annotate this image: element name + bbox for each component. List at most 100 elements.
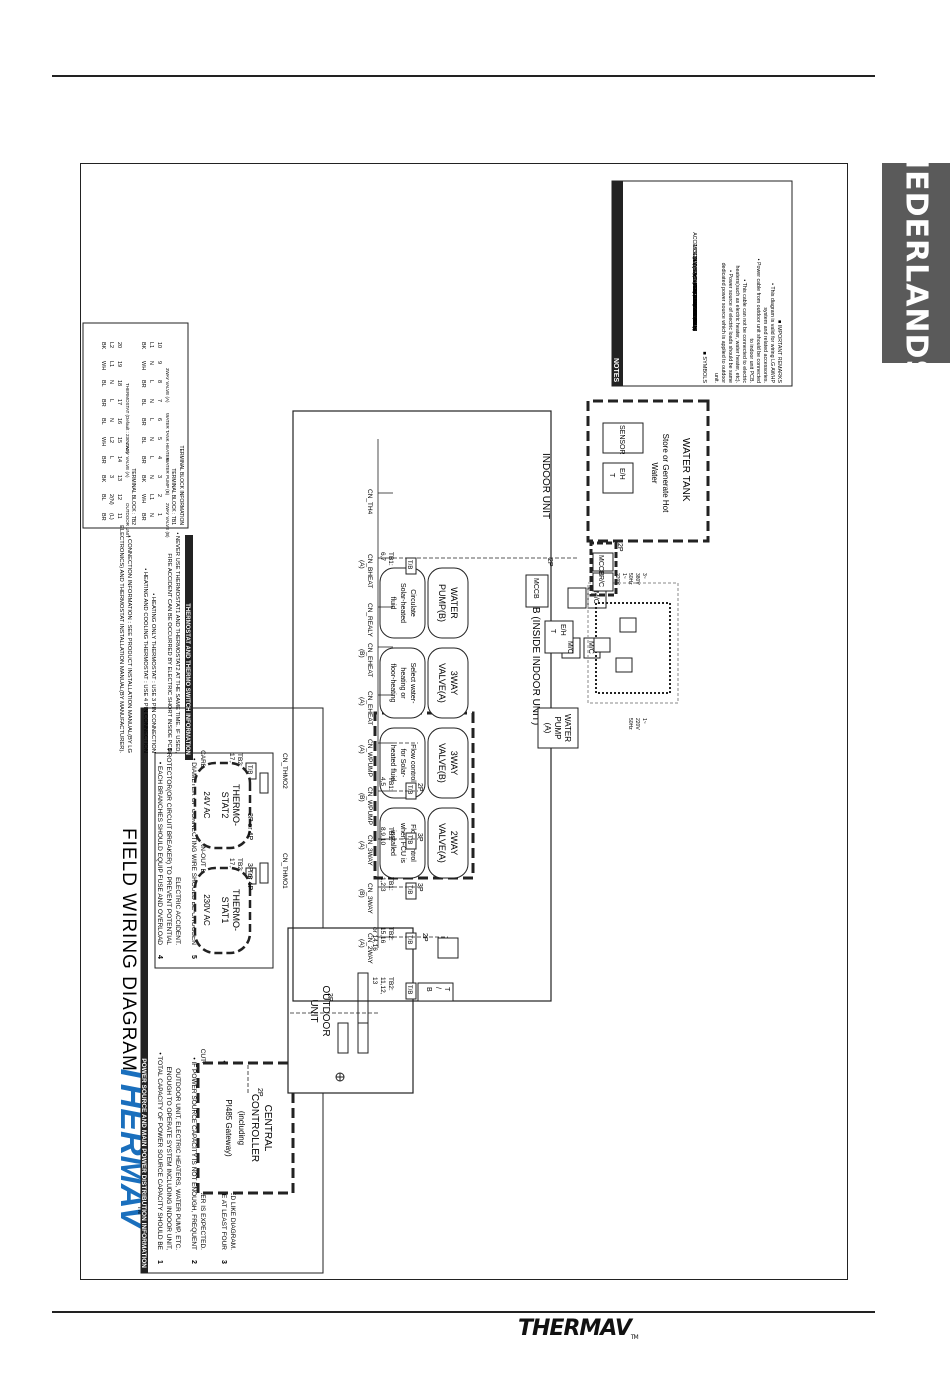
wire-label: 3P [326, 993, 333, 1002]
ground-icon [335, 1072, 345, 1082]
tb2-sig: L [108, 399, 114, 402]
tb1-sig: L [148, 418, 154, 421]
connector-sub: (B) [358, 793, 365, 802]
tb1-col: BR [140, 456, 146, 464]
power-notes-header: POWER SOURCE AND MAIN POWER DISTRIBUTION… [140, 1058, 147, 1268]
tb-vertical: T/B [425, 987, 450, 992]
thermo-info-line: • CONNECTION INFORMATION : SEE PRODUCT I… [126, 535, 132, 753]
tb2-num: 19 [116, 361, 122, 367]
water-tank-title: WATER TANK [680, 438, 691, 502]
outdoor-unit-line: UNIT [308, 999, 319, 1022]
symbol-label: RELAY CONTACTOR [691, 281, 697, 332]
symbol-label: ELECTRIC LEAKAGE BREAKER [691, 253, 697, 331]
thermostat-volt: 230V AC [202, 894, 211, 926]
supply-label: 50Hz [627, 573, 633, 585]
valve-desc: fluid [389, 597, 396, 610]
svg-text:M/C: M/C [592, 591, 599, 604]
thermo-info-header: THERMOSTAT AND THERMO SWITCH INFORMATION [184, 603, 190, 755]
tb2-num: 17 [116, 399, 122, 405]
notes-content: ■ IMPORTANT REMARKS• This diagram is val… [691, 232, 782, 383]
thermostat-name: STAT2 [220, 792, 230, 819]
water-pump-a-label: PUMP [553, 716, 562, 739]
notes-line: dedicated power source which is applied … [720, 263, 726, 384]
thermostat-name: THERMO- [231, 889, 241, 931]
water-tank-desc: Water [650, 462, 659, 483]
wire-label: 2P [416, 783, 423, 792]
tb1-num: 9 [156, 361, 162, 364]
valve-desc: floor-heating [389, 664, 396, 703]
supply-label: 3~ [641, 573, 647, 579]
symbol-label: TERMINAL BLOCK [691, 286, 697, 332]
tb1-num: 4 [156, 456, 162, 459]
tb1-num: 5 [156, 437, 162, 440]
connector-sub: (B) [358, 889, 365, 898]
wire-label: 2P [616, 543, 623, 552]
language-tab: NEDERLANDS [882, 144, 950, 382]
tb-box: T/B [406, 985, 412, 994]
power-note-line: ELECTRIC ACCIDENT. [174, 877, 181, 945]
tb-box: T/B [406, 785, 412, 794]
connector-label: CN_BHEAT [366, 554, 373, 588]
power-note-line: CAREFULLY TO PREVENT BURN-OUT BY MAXIMUM… [199, 750, 206, 945]
pcb-board: PCB (INSIDE INDOOR UNIT) INDOOR UNIT CN_… [228, 410, 607, 1002]
tb2-num: 12 [116, 494, 122, 500]
symbol-label: ACCESSORY (supplied by LG Electronics) [691, 232, 697, 331]
tb-label: 13 [371, 977, 378, 985]
tb2-num: 11 [116, 513, 122, 519]
valve-name: VALVE(A) [437, 663, 447, 703]
valve-desc: heating or [399, 667, 406, 699]
tb2-sig: L2 [108, 437, 114, 443]
supply-label: 1~ [641, 718, 647, 724]
tb2-col: BR [100, 399, 106, 407]
tb1-col: BR [140, 418, 146, 426]
notes-line: • Power cable from outdoor unit should b… [755, 259, 761, 383]
supply-label: 1~ [621, 573, 627, 579]
tb2-label: TB2: [236, 858, 243, 872]
power-note-line: • IF POWER SOURCE CAPACITY IS NOT ENOUGH… [190, 1057, 197, 1250]
tb1-sig: N [148, 513, 154, 517]
valve-desc: Solar-heated [399, 583, 406, 623]
connector-label: CN_REALY [366, 603, 373, 638]
tb1-num: 3 [156, 475, 162, 478]
tb2-col: BK [100, 342, 106, 350]
note-number-icon: 2 [190, 1260, 197, 1264]
tb1-sig: N [148, 361, 154, 365]
connector-label: CN_EHEAT [366, 643, 373, 677]
diagram-title: FIELD WIRING DIAGRAM [118, 828, 139, 1072]
footer-logo: THERMAVTM [518, 1316, 639, 1341]
wire-label: 3P or 4P [246, 813, 253, 840]
tb1-sig: L [148, 380, 154, 383]
connector-label: CN_2WAY [366, 933, 373, 964]
notes-line: • This diagram is valid for wiring LG AW… [769, 283, 775, 383]
valve-desc: installed [389, 830, 396, 856]
thermostat-name: STAT1 [220, 897, 230, 924]
symbol-label: MOLDED CASE CIRCUIT BREAKER [691, 245, 697, 332]
svg-text:E/H: E/H [618, 468, 625, 480]
notes-line: to indoor unit PCB. [748, 339, 754, 383]
connector-sub: (A) [358, 745, 365, 754]
tb-box: T/B [406, 835, 412, 844]
wire-label: 3P [416, 883, 423, 892]
valve-name: 2WAY [449, 831, 459, 856]
thermostat-volt: 24V AC [202, 791, 211, 818]
power-note-line: • EACH BRANCHES SHOULD EQUIP FUSE AND OV… [156, 762, 163, 945]
tb1-col: BK [140, 475, 146, 483]
tb1-col: BL [140, 399, 146, 406]
thermo-info-line: • NEVER USE THERMOSTAT1 AND THERMOSTAT2 … [174, 532, 180, 753]
svg-text:T: T [443, 987, 450, 992]
symbols-title: ■ SYMBOLS [701, 352, 707, 384]
wire-label: 3P [416, 833, 423, 842]
symbol-label: FACTORY WIRING [691, 286, 697, 331]
valve-desc: Select water- [409, 663, 416, 705]
notes-box: NOTES ■ IMPORTANT REMARKS• This diagram … [611, 180, 793, 387]
